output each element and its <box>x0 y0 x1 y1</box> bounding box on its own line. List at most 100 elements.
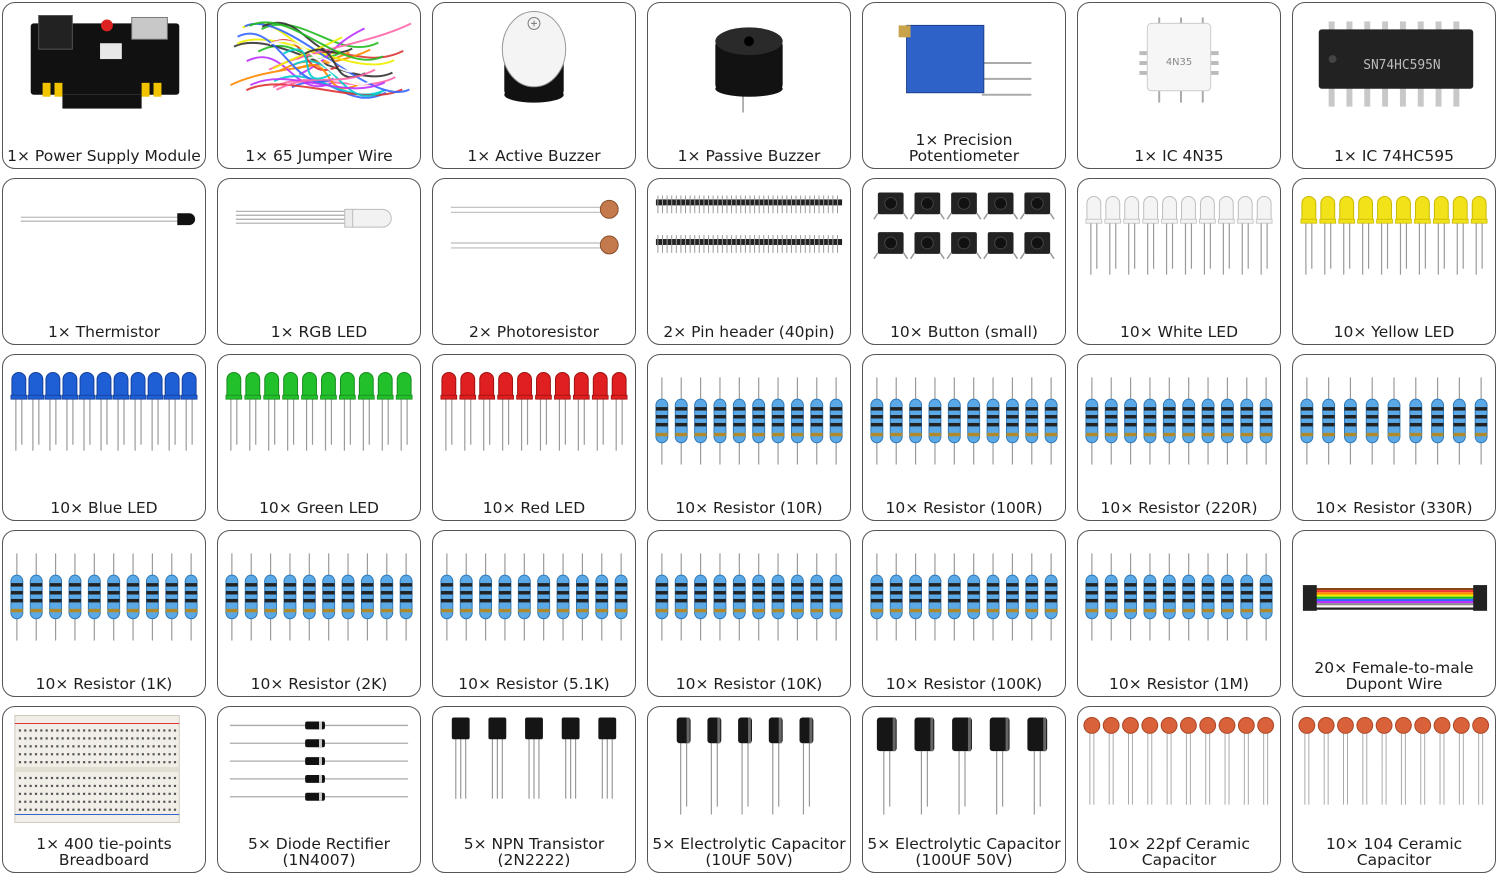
component-label: 1× Passive Buzzer <box>650 124 848 164</box>
component-label: 1× 400 tie-points Breadboard <box>5 828 203 868</box>
component-tile: 1× 65 Jumper Wire <box>217 2 421 169</box>
component-label: 10× Resistor (100R) <box>865 476 1063 516</box>
component-label: 1× IC 74HC595 <box>1295 124 1493 164</box>
component-label: 10× Red LED <box>435 476 633 516</box>
component-tile: 10× Resistor (1K) <box>2 530 206 697</box>
component-label: 10× Resistor (2K) <box>220 652 418 692</box>
transistor-icon <box>433 707 635 832</box>
thermistor-icon <box>3 179 205 304</box>
dupont-wire-icon <box>1293 531 1495 656</box>
component-label: 2× Photoresistor <box>435 300 633 340</box>
component-tile: 10× Red LED <box>432 354 636 521</box>
pin-header-icon <box>648 179 850 304</box>
ceramic-capacitor-icon <box>1078 707 1280 832</box>
component-label: 5× NPN Transistor (2N2222) <box>435 828 633 868</box>
component-label: 1× RGB LED <box>220 300 418 340</box>
component-label: 10× Resistor (5.1K) <box>435 652 633 692</box>
component-label: 10× 22pf Ceramic Capacitor <box>1080 828 1278 868</box>
yellow-led-icon <box>1293 179 1495 304</box>
component-label: 20× Female-to-male Dupont Wire <box>1295 652 1493 692</box>
electrolytic-capacitor-icon <box>648 707 850 832</box>
component-tile: 2× Pin header (40pin) <box>647 178 851 345</box>
component-label: 10× 104 Ceramic Capacitor <box>1295 828 1493 868</box>
component-tile: 5× Diode Rectifier (1N4007) <box>217 706 421 873</box>
component-label: 10× Resistor (1M) <box>1080 652 1278 692</box>
component-tile: 5× Electrolytic Capacitor (10UF 50V) <box>647 706 851 873</box>
resistor-icon <box>648 355 850 480</box>
component-tile: 5× Electrolytic Capacitor (100UF 50V) <box>862 706 1066 873</box>
breadboard-icon <box>3 707 205 832</box>
ic-4n35-icon: 4N35 <box>1078 3 1280 128</box>
resistor-icon <box>218 531 420 656</box>
push-button-icon <box>863 179 1065 304</box>
jumper-wires-icon <box>218 3 420 128</box>
component-tile: 1× Thermistor <box>2 178 206 345</box>
diode-icon <box>218 707 420 832</box>
component-tile: 10× 104 Ceramic Capacitor <box>1292 706 1496 873</box>
resistor-icon <box>3 531 205 656</box>
component-tile: 10× Resistor (100K) <box>862 530 1066 697</box>
component-tile: 4N351× IC 4N35 <box>1077 2 1281 169</box>
component-tile: 1× Passive Buzzer <box>647 2 851 169</box>
component-tile: 10× Resistor (100R) <box>862 354 1066 521</box>
component-tile: SN74HC595N 1× IC 74HC595 <box>1292 2 1496 169</box>
component-label: 10× Resistor (1K) <box>5 652 203 692</box>
photoresistor-icon <box>433 179 635 304</box>
component-label: 10× Blue LED <box>5 476 203 516</box>
component-label: 1× IC 4N35 <box>1080 124 1278 164</box>
resistor-icon <box>863 355 1065 480</box>
component-tile: 10× Button (small) <box>862 178 1066 345</box>
component-label: 1× Precision Potentiometer <box>865 124 1063 164</box>
component-tile: 1× Precision Potentiometer <box>862 2 1066 169</box>
component-tile: 10× Resistor (330R) <box>1292 354 1496 521</box>
red-led-icon <box>433 355 635 480</box>
component-label: 10× Resistor (100K) <box>865 652 1063 692</box>
ic-marking: SN74HC595N <box>1363 58 1440 73</box>
power-supply-module-icon <box>3 3 205 128</box>
component-label: 5× Electrolytic Capacitor (100UF 50V) <box>865 828 1063 868</box>
component-label: 5× Electrolytic Capacitor (10UF 50V) <box>650 828 848 868</box>
resistor-icon <box>648 531 850 656</box>
component-tile: 10× Resistor (220R) <box>1077 354 1281 521</box>
component-tile: 10× 22pf Ceramic Capacitor <box>1077 706 1281 873</box>
component-label: 10× Green LED <box>220 476 418 516</box>
component-tile: 10× White LED <box>1077 178 1281 345</box>
component-label: 5× Diode Rectifier (1N4007) <box>220 828 418 868</box>
component-label: 10× Resistor (330R) <box>1295 476 1493 516</box>
component-label: 10× Resistor (10R) <box>650 476 848 516</box>
component-tile: 1× RGB LED <box>217 178 421 345</box>
component-label: 10× Yellow LED <box>1295 300 1493 340</box>
green-led-icon <box>218 355 420 480</box>
component-label: 2× Pin header (40pin) <box>650 300 848 340</box>
resistor-icon <box>433 531 635 656</box>
component-tile: 2× Photoresistor <box>432 178 636 345</box>
ic-74hc595-icon: SN74HC595N <box>1293 3 1495 128</box>
component-tile: 10× Green LED <box>217 354 421 521</box>
component-tile: 10× Resistor (10R) <box>647 354 851 521</box>
ceramic-capacitor-icon <box>1293 707 1495 832</box>
component-label: 10× Resistor (10K) <box>650 652 848 692</box>
component-tile: 10× Resistor (10K) <box>647 530 851 697</box>
component-tile: 1× Active Buzzer <box>432 2 636 169</box>
component-label: 1× Power Supply Module <box>5 124 203 164</box>
component-label: 10× Resistor (220R) <box>1080 476 1278 516</box>
component-tile: 10× Yellow LED <box>1292 178 1496 345</box>
potentiometer-icon <box>863 3 1065 128</box>
component-label: 1× Thermistor <box>5 300 203 340</box>
rgb-led-icon <box>218 179 420 304</box>
component-tile: 20× Female-to-male Dupont Wire <box>1292 530 1496 697</box>
component-tile: 1× 400 tie-points Breadboard <box>2 706 206 873</box>
component-label: 10× Button (small) <box>865 300 1063 340</box>
resistor-icon <box>863 531 1065 656</box>
active-buzzer-icon <box>433 3 635 128</box>
component-tile: 1× Power Supply Module <box>2 2 206 169</box>
electrolytic-capacitor-icon <box>863 707 1065 832</box>
blue-led-icon <box>3 355 205 480</box>
component-label: 1× 65 Jumper Wire <box>220 124 418 164</box>
resistor-icon <box>1078 355 1280 480</box>
component-label: 1× Active Buzzer <box>435 124 633 164</box>
component-label: 10× White LED <box>1080 300 1278 340</box>
component-tile: 10× Resistor (2K) <box>217 530 421 697</box>
resistor-icon <box>1078 531 1280 656</box>
